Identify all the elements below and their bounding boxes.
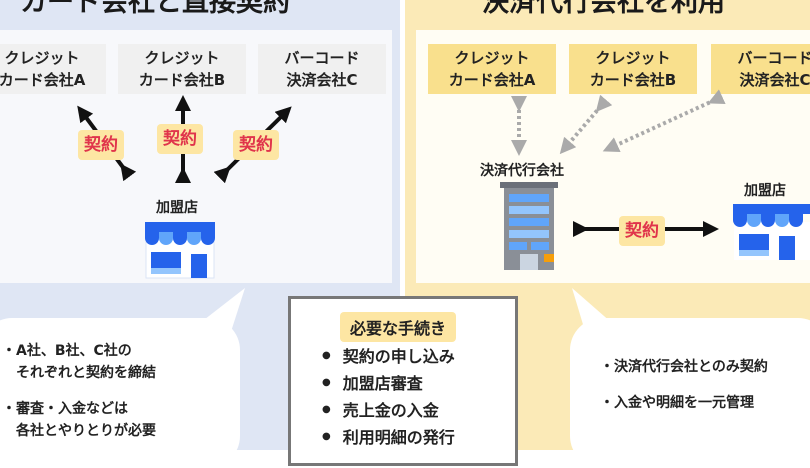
right-store-icon <box>733 204 810 260</box>
left-bubble-line-1: ・A社、B社、C社の それぞれと契約を締結 <box>2 343 156 381</box>
company-box-a: クレジット カード会社A <box>0 44 106 94</box>
company-box-c: バーコード 決済会社C <box>258 44 386 94</box>
right-heading: 決済代行会社を利用 <box>482 0 725 18</box>
left-heading: カード会社と直接契約 <box>20 0 290 18</box>
right-bubble-line-1: ・決済代行会社とのみ契約 <box>600 359 768 375</box>
left-bubble-line-2: ・審査・入金などは 各社とやりとりが必要 <box>2 401 156 439</box>
procedure-item: 売上金の入金 <box>322 398 439 425</box>
dotted-arrow-c <box>602 89 726 152</box>
right-merchant-label: 加盟店 <box>744 183 786 199</box>
contract-label-c: 契約 <box>233 130 279 160</box>
left-speech-bubble <box>0 318 240 468</box>
right-speech-bubble <box>570 318 810 468</box>
procedure-item: 契約の申し込み <box>322 344 455 371</box>
right-contract-label: 契約 <box>619 216 665 246</box>
procedure-item: 加盟店審査 <box>322 371 423 398</box>
dotted-arrow-b <box>559 94 613 155</box>
agency-label: 決済代行会社 <box>480 163 564 179</box>
store-icon <box>145 222 215 279</box>
procedure-item: 利用明細の発行 <box>322 425 455 452</box>
right-company-box-c: バーコード 決済会社C <box>711 44 810 94</box>
procedures-title: 必要な手続き <box>340 312 457 342</box>
right-bubble-line-2: ・入金や明細を一元管理 <box>600 395 754 411</box>
company-box-b: クレジット カード会社B <box>118 44 246 94</box>
right-company-box-b: クレジット カード会社B <box>569 44 697 94</box>
contract-label-b: 契約 <box>157 124 203 154</box>
right-company-box-a: クレジット カード会社A <box>428 44 556 94</box>
left-merchant-label: 加盟店 <box>156 200 198 216</box>
office-building-icon <box>500 182 558 270</box>
contract-label-a: 契約 <box>78 130 124 160</box>
